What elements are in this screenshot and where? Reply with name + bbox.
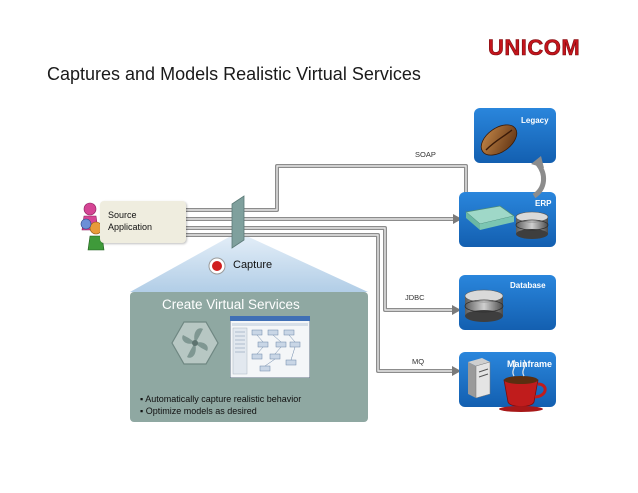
capture-pane <box>231 195 245 249</box>
source-line2: Application <box>108 222 153 232</box>
bullet-item: ▪ Optimize models as desired <box>140 406 257 416</box>
mainframe-label: Mainframe <box>507 359 553 369</box>
connector-lines <box>186 164 472 376</box>
erp-to-legacy-arrow <box>532 162 546 199</box>
server-tower-icon <box>468 358 491 399</box>
bullet-item: ▪ Automatically capture realistic behavi… <box>140 394 302 404</box>
mq-label: MQ <box>412 357 425 366</box>
coffee-cup-icon <box>499 359 547 412</box>
bullet-text: Automatically capture realistic behavior <box>145 394 302 404</box>
bullet-text: Optimize models as desired <box>145 406 257 416</box>
capture-label: Capture <box>233 259 273 271</box>
erp-label: ERP <box>535 199 552 208</box>
fan-icon <box>171 321 219 365</box>
source-application-label: Source Application <box>108 209 168 233</box>
application-screenshot-icon <box>230 316 310 378</box>
logo-text: UNICOM <box>488 36 580 58</box>
soap-label: SOAP <box>415 150 436 159</box>
record-icon <box>208 257 226 275</box>
capture-beam <box>130 232 368 292</box>
erp-tray-icon <box>465 205 515 230</box>
feature-bullets: ▪ Automatically capture realistic behavi… <box>140 393 301 417</box>
create-virtual-services-title: Create Virtual Services <box>162 297 300 312</box>
database-label: Database <box>510 281 546 290</box>
unicom-logo: UNICOM <box>488 36 580 58</box>
page-title: Captures and Models Realistic Virtual Se… <box>47 64 421 84</box>
database-cylinder-icon <box>464 289 504 322</box>
source-application-box <box>100 201 186 243</box>
erp-cylinder-icon <box>515 211 549 239</box>
jdbc-label: JDBC <box>405 293 425 302</box>
coffee-bean-icon <box>480 124 518 156</box>
source-line1: Source <box>108 210 137 220</box>
legacy-label: Legacy <box>521 116 549 125</box>
